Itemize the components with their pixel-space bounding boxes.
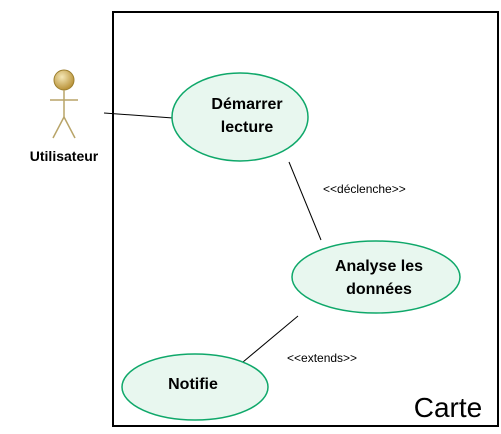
extends-relation-line [242, 315, 299, 363]
actor-stick-figure [50, 69, 78, 139]
declenche-relation-line [288, 161, 322, 241]
use-case-analyse-label-line1: Analyse les [335, 258, 423, 275]
actor-head-icon [53, 69, 75, 91]
use-case-notifie[interactable] [121, 353, 269, 421]
declenche-relation-label: <<déclenche>> [323, 182, 406, 196]
use-case-analyse-donnees[interactable] [291, 240, 461, 314]
use-case-notifie-label: Notifie [168, 376, 218, 393]
actor-association-line [103, 112, 174, 119]
use-case-demarrer-label-line2: lecture [221, 119, 274, 136]
use-case-demarrer-lecture[interactable] [171, 72, 309, 162]
actor-name-label: Utilisateur [30, 148, 99, 164]
system-name-label: Carte [414, 392, 482, 423]
use-case-demarrer-label-line1: Démarrer [211, 96, 282, 113]
extends-relation-label: <<extends>> [287, 351, 357, 365]
use-case-analyse-label-line2: données [346, 281, 412, 298]
